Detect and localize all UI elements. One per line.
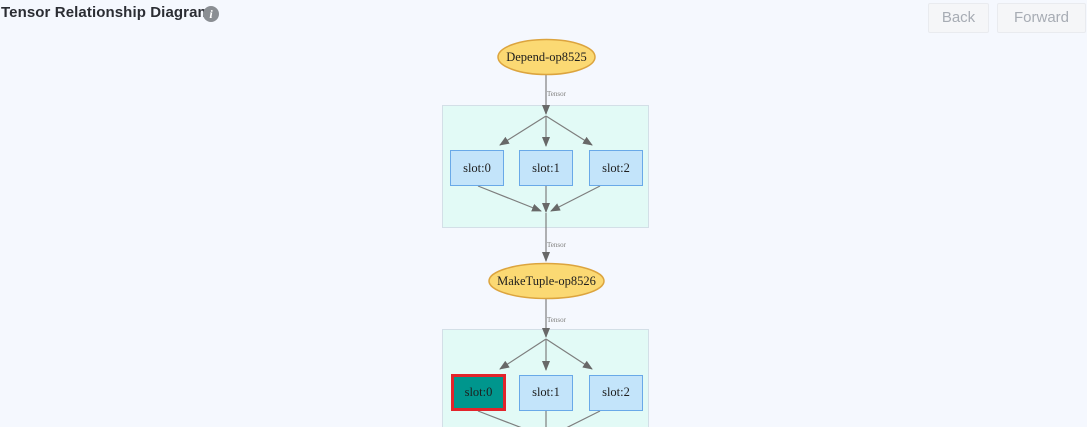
edge: [566, 410, 601, 427]
operator-node-label: MakeTuple-op8526: [497, 274, 596, 288]
slot-node[interactable]: slot:1: [519, 375, 573, 411]
slot-node-label: slot:0: [463, 161, 491, 175]
edge: [499, 115, 547, 146]
edge-label: Tensor: [547, 90, 567, 98]
slot-node-label: slot:2: [602, 161, 630, 175]
edge: [477, 185, 542, 212]
edge: [545, 338, 593, 370]
slot-node[interactable]: slot:2: [589, 375, 643, 411]
edge: [499, 338, 547, 370]
operator-node-label: Depend-op8525: [506, 50, 587, 64]
edge-label: Tensor: [547, 241, 567, 249]
slot-node-label: slot:1: [532, 161, 560, 175]
slot-node[interactable]: slot:2: [589, 150, 643, 186]
slot-node[interactable]: slot:0: [450, 150, 504, 186]
slot-node-label: slot:1: [532, 385, 560, 399]
forward-button[interactable]: Forward: [997, 3, 1086, 33]
back-button[interactable]: Back: [928, 3, 989, 33]
edge: [477, 410, 522, 427]
page-title: Tensor Relationship Diagram: [1, 4, 211, 21]
edge: [545, 115, 593, 146]
edge-arrows: [477, 75, 601, 427]
edge: [550, 185, 601, 212]
edge-label: Tensor: [547, 316, 567, 324]
operator-node-maketuple[interactable]: MakeTuple-op8526: [488, 262, 605, 300]
operator-node-depend[interactable]: Depend-op8525: [497, 38, 596, 76]
slot-node-label: slot:2: [602, 385, 630, 399]
slot-node[interactable]: slot:1: [519, 150, 573, 186]
slot-node-label: slot:0: [465, 385, 493, 399]
info-icon[interactable]: i: [203, 6, 219, 22]
slot-node-selected[interactable]: slot:0: [451, 374, 506, 411]
